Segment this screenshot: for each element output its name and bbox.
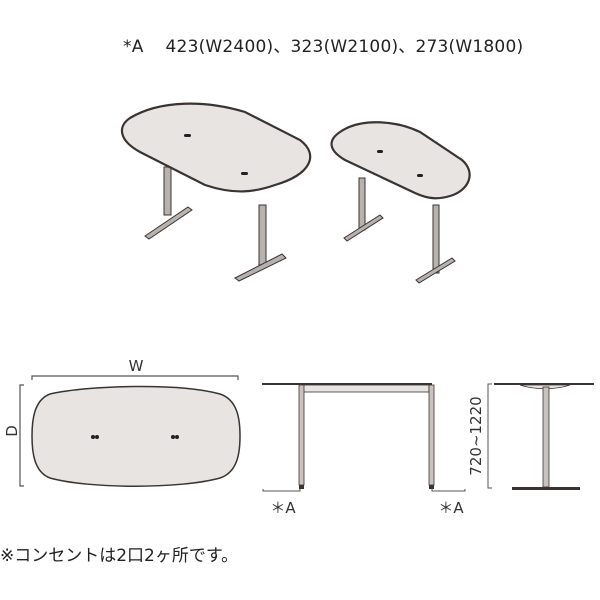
a-values-label: 423(W2400)、323(W2100)、273(W1800) — [165, 37, 524, 57]
left-offset-label: ＊A — [270, 499, 296, 517]
plan-view: W D — [3, 357, 241, 487]
height-label: 720~1220 — [467, 396, 485, 475]
right-offset-label: ＊A — [438, 499, 464, 517]
a-key-label: *A — [123, 37, 144, 57]
outlet-note: ※コンセントは2口2ヶ所です。 — [0, 546, 239, 566]
depth-label: D — [3, 425, 21, 437]
width-label: W — [129, 357, 144, 375]
iso-large-table — [120, 102, 312, 282]
a-dimension-note: *A 423(W2400)、323(W2100)、273(W1800) — [123, 32, 523, 57]
front-view: ＊A ＊A — [262, 383, 466, 517]
iso-small-table — [330, 121, 471, 284]
side-view: 720~1220 — [467, 383, 594, 490]
